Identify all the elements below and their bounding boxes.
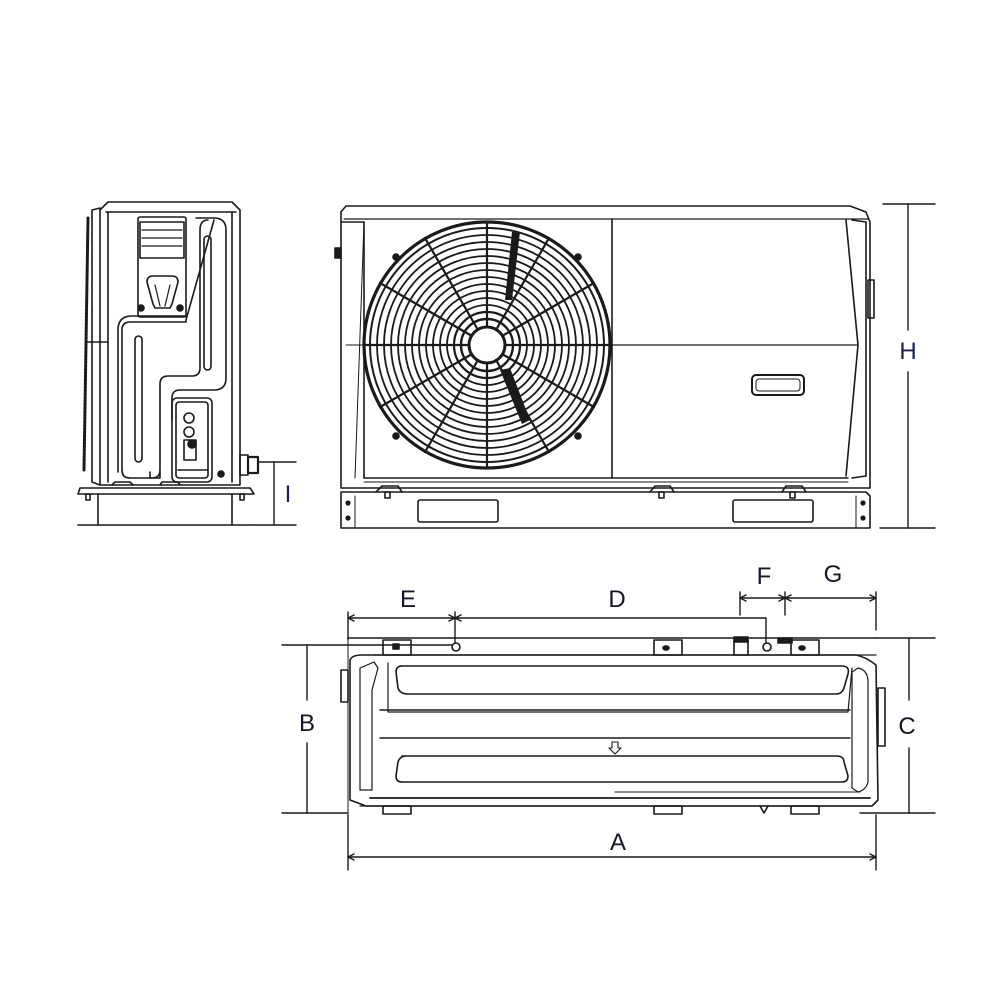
fan-guard-icon [362,220,612,470]
label-A: A [609,829,627,856]
label-B: B [298,710,316,737]
label-E: E [399,586,417,613]
dimension-C [859,637,936,814]
dimension-H [879,203,936,529]
label-I: I [284,481,292,508]
label-G: G [823,561,843,588]
label-F: F [756,563,772,590]
label-C: C [898,713,916,740]
dimension-D-E [347,611,767,644]
front-view [334,205,875,529]
dimension-A [347,814,877,871]
top-view [340,636,886,816]
dimension-I [254,461,297,526]
side-view [77,201,260,526]
dimension-F-G [739,591,877,631]
label-H: H [899,338,917,365]
dimension-B [281,644,453,814]
label-D: D [608,586,626,613]
